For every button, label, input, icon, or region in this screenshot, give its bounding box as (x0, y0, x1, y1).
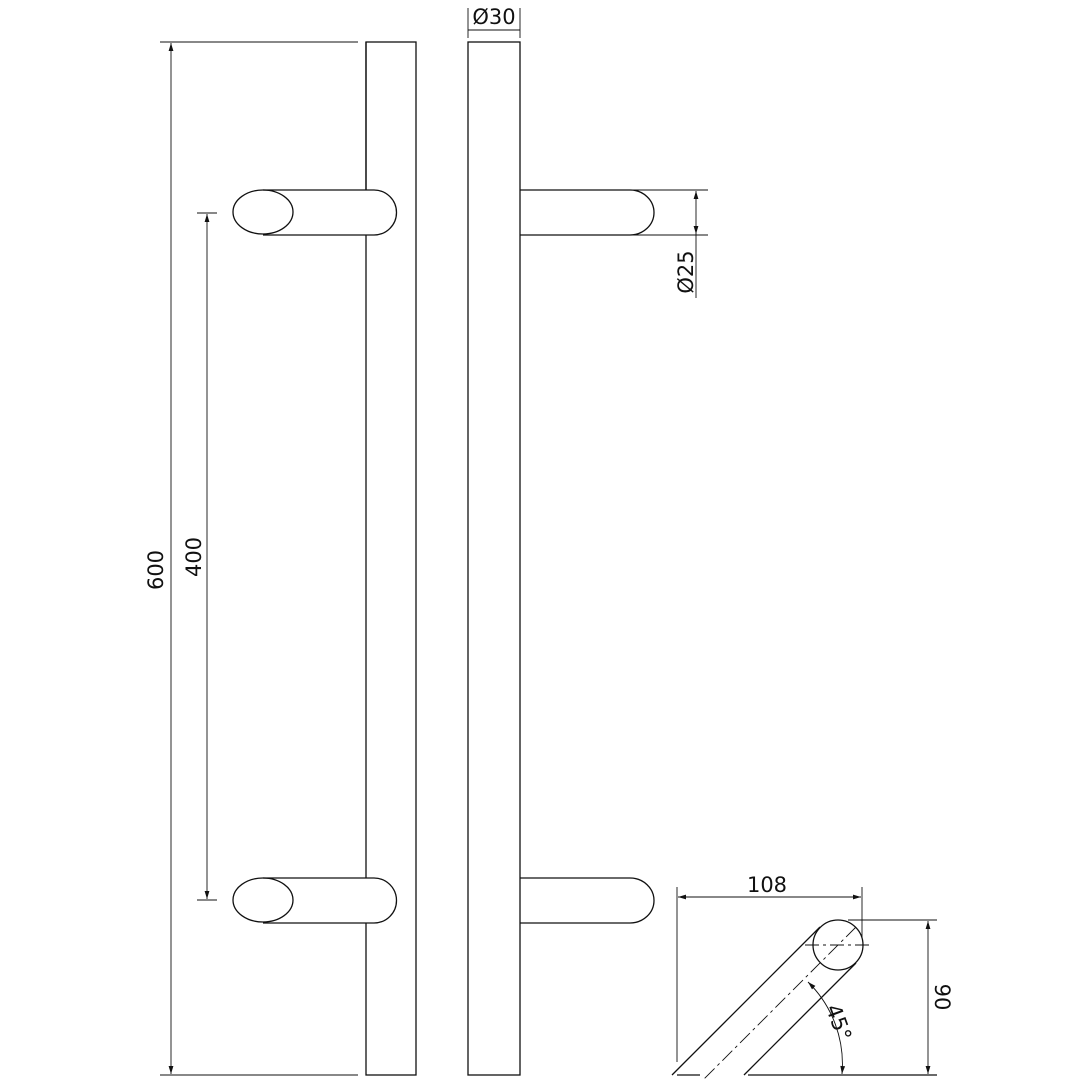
dimension-400: 400 (182, 212, 217, 901)
dimension-angle-45-label: 45° (821, 1001, 856, 1044)
dimension-600: 600 (144, 41, 358, 1076)
plan-view: 108 90 45° (671, 873, 954, 1080)
side-view: Ø30 Ø25 (467, 5, 708, 1076)
dimension-400-label: 400 (182, 537, 206, 577)
dimension-diameter-30: Ø30 (467, 5, 521, 38)
dimension-108-label: 108 (747, 873, 787, 897)
dimension-diameter-25-label: Ø25 (674, 250, 698, 293)
standoff-top-front (232, 189, 398, 236)
handle-bar-side (467, 41, 521, 1076)
standoff-bottom-side (520, 877, 655, 924)
dimension-108: 108 (676, 873, 863, 1062)
standoff-bottom-front (232, 877, 398, 924)
dimension-angle-45: 45° (807, 981, 856, 1075)
front-view: 600 400 (144, 41, 417, 1076)
standoff-top-side (520, 189, 655, 236)
dimension-diameter-30-label: Ø30 (472, 5, 515, 29)
dimension-diameter-25: Ø25 (632, 189, 708, 298)
handle-bar-front (365, 41, 417, 1076)
dimension-90: 90 (848, 919, 954, 1074)
dimension-90-label: 90 (930, 984, 954, 1011)
dimension-600-label: 600 (144, 550, 168, 590)
